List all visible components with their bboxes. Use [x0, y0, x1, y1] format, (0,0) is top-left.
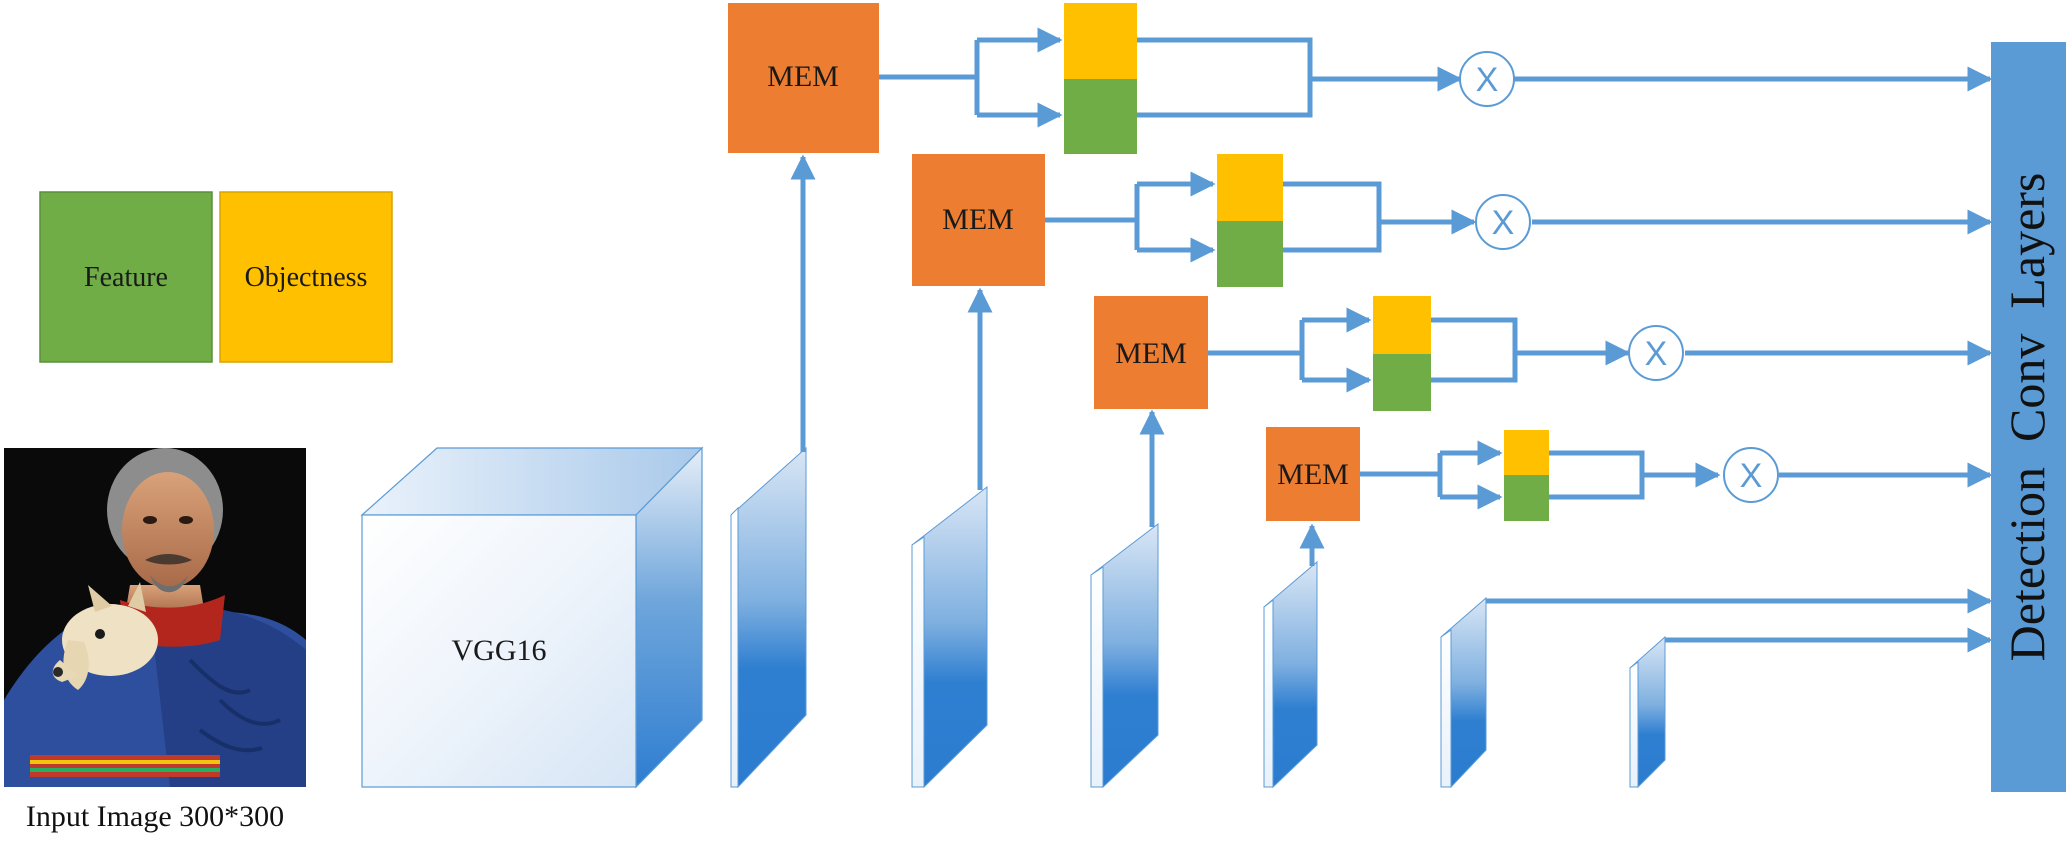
multiply-label-4: X	[1740, 457, 1763, 495]
mem-box-1	[728, 3, 879, 153]
objectness-block-1	[1064, 3, 1137, 79]
multiply-node-2	[1475, 194, 1531, 250]
feature-block-2	[1217, 221, 1283, 287]
legend: Feature Objectness	[39, 191, 393, 363]
mem-label-4: MEM	[1277, 458, 1349, 491]
mem-label-3: MEM	[1115, 337, 1187, 370]
legend-objectness-swatch	[219, 191, 393, 363]
multiply-node-1	[1459, 51, 1515, 107]
feature-block-4	[1504, 475, 1549, 521]
multiply-node-3	[1628, 325, 1684, 381]
vgg16-block: VGG16	[360, 446, 704, 789]
multiply-label-3: X	[1645, 335, 1668, 373]
up-arrows	[790, 154, 1325, 566]
branch-1: MEM X	[728, 3, 1993, 154]
mem-label-1: MEM	[767, 60, 839, 93]
input-image-caption: Input Image 300*300	[26, 800, 284, 833]
objectness-block-2	[1217, 154, 1283, 221]
multiply-label-2: X	[1492, 204, 1515, 242]
feature-map-5	[1440, 596, 1487, 789]
feature-map-1	[730, 446, 807, 789]
vgg16-label: VGG16	[452, 634, 547, 667]
multiply-node-4	[1723, 447, 1779, 503]
objectness-block-4	[1504, 430, 1549, 475]
input-image: Input Image 300*300	[4, 448, 306, 833]
detection-conv-layers: Detection Conv Layers	[1991, 42, 2066, 792]
legend-objectness-label: Objectness	[245, 262, 368, 293]
feature-map-3	[1090, 522, 1159, 789]
feature-block-3	[1373, 354, 1431, 411]
branch-2: MEM X	[912, 154, 1993, 287]
multiply-label-1: X	[1476, 61, 1499, 99]
legend-feature-label: Feature	[84, 262, 168, 293]
branch-4: MEM X	[1266, 427, 1993, 521]
feature-map-2	[911, 485, 988, 789]
mem-box-2	[912, 154, 1045, 286]
branch-3: MEM X	[1094, 296, 1993, 411]
feature-block-1	[1064, 79, 1137, 154]
mem-box-4	[1266, 427, 1360, 521]
feature-map-4	[1263, 560, 1318, 789]
objectness-block-3	[1373, 296, 1431, 354]
legend-feature-swatch	[39, 191, 213, 363]
mem-box-3	[1094, 296, 1208, 409]
direct-connections	[1486, 588, 1993, 653]
mem-label-2: MEM	[942, 203, 1014, 236]
feature-map-6	[1629, 635, 1666, 789]
detection-block	[1991, 42, 2066, 792]
detection-label: Detection Conv Layers	[1999, 173, 2055, 662]
